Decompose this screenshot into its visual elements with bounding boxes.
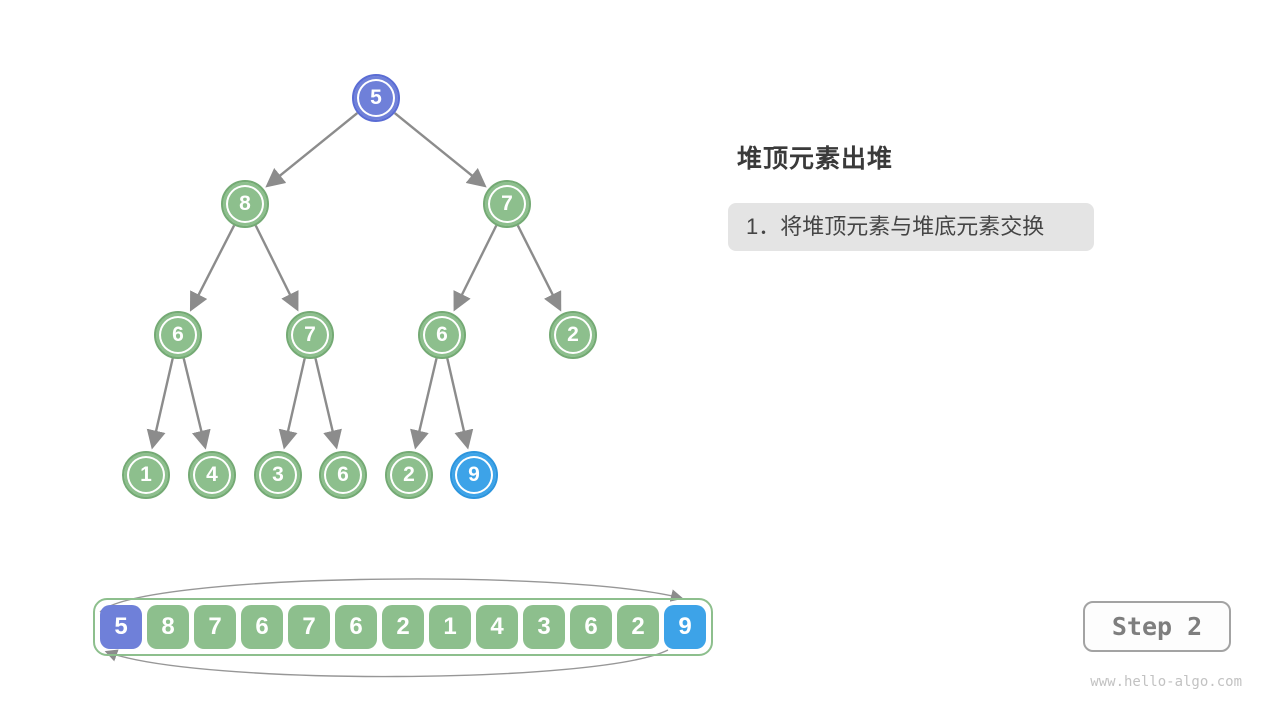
tree-node: 6 bbox=[319, 451, 367, 499]
array-cell-value: 5 bbox=[114, 613, 128, 640]
tree-node: 4 bbox=[188, 451, 236, 499]
tree-node: 8 bbox=[221, 180, 269, 228]
array-cell-value: 7 bbox=[208, 613, 222, 640]
array-cell: 7 bbox=[288, 605, 330, 649]
array-cell-value: 6 bbox=[255, 613, 269, 640]
array-cell: 5 bbox=[100, 605, 142, 649]
array-cell: 3 bbox=[523, 605, 565, 649]
tree-node-value: 4 bbox=[206, 463, 218, 486]
array-cell-value: 6 bbox=[584, 613, 598, 640]
array-cell-value: 4 bbox=[490, 613, 504, 640]
array-cell: 6 bbox=[241, 605, 283, 649]
array-cell-value: 8 bbox=[161, 613, 175, 640]
array-cell-value: 2 bbox=[396, 613, 410, 640]
tree-node-value: 7 bbox=[304, 323, 316, 346]
array-cell: 9 bbox=[664, 605, 706, 649]
step-note: 1．将堆顶元素与堆底元素交换 bbox=[728, 203, 1094, 251]
tree-node-value: 6 bbox=[337, 463, 349, 486]
array-cell-value: 9 bbox=[678, 613, 692, 640]
panel-title: 堆顶元素出堆 bbox=[737, 145, 894, 173]
tree-node: 1 bbox=[122, 451, 170, 499]
array-cell: 8 bbox=[147, 605, 189, 649]
tree-node: 7 bbox=[483, 180, 531, 228]
tree-node: 2 bbox=[385, 451, 433, 499]
tree-node: 2 bbox=[549, 311, 597, 359]
array-cell: 1 bbox=[429, 605, 471, 649]
tree-node-value: 5 bbox=[370, 86, 382, 109]
array-cell: 4 bbox=[476, 605, 518, 649]
tree-node-value: 8 bbox=[239, 192, 251, 215]
tree-node: 9 bbox=[450, 451, 498, 499]
array-cell: 6 bbox=[335, 605, 377, 649]
tree-node-value: 6 bbox=[436, 323, 448, 346]
watermark: www.hello-algo.com bbox=[1090, 674, 1242, 690]
array-cell: 2 bbox=[382, 605, 424, 649]
array-cell-value: 3 bbox=[537, 613, 551, 640]
tree-node-value: 3 bbox=[272, 463, 284, 486]
tree-node-value: 9 bbox=[468, 463, 480, 486]
array-container: 5 8 7 6 7 6 2 1 4 3 6 2 9 bbox=[93, 598, 713, 656]
tree-node: 3 bbox=[254, 451, 302, 499]
array-cell: 6 bbox=[570, 605, 612, 649]
tree-node: 5 bbox=[352, 74, 400, 122]
tree-node-value: 7 bbox=[501, 192, 513, 215]
array-cell-value: 7 bbox=[302, 613, 316, 640]
tree-node-value: 2 bbox=[567, 323, 579, 346]
tree-node-value: 6 bbox=[172, 323, 184, 346]
tree-node: 6 bbox=[154, 311, 202, 359]
array-cell-value: 1 bbox=[443, 613, 457, 640]
array-cell-value: 2 bbox=[631, 613, 645, 640]
tree-node-value: 1 bbox=[140, 463, 152, 486]
tree-node: 6 bbox=[418, 311, 466, 359]
array-cell-value: 6 bbox=[349, 613, 363, 640]
step-badge: Step 2 bbox=[1083, 601, 1231, 652]
array-cell: 2 bbox=[617, 605, 659, 649]
tree-node: 7 bbox=[286, 311, 334, 359]
tree-edges-svg bbox=[146, 112, 562, 450]
tree-node-value: 2 bbox=[403, 463, 415, 486]
array-cell: 7 bbox=[194, 605, 236, 649]
